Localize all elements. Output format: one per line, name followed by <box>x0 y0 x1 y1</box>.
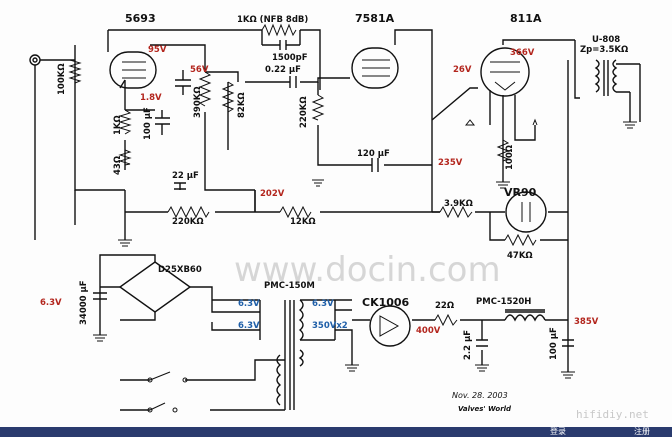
voltage-6-3v-c: 6.3V <box>238 321 260 331</box>
site-watermark: hifidiy.net <box>576 408 649 421</box>
tube-label-vr90: VR90 <box>504 186 537 199</box>
part-label-r-12: 12KΩ <box>290 217 316 227</box>
part-label-r-82: 82KΩ <box>237 92 247 118</box>
voltage-400v: 400V <box>416 326 441 336</box>
part-label-r-22: 22Ω <box>435 301 454 311</box>
voltage-6-3v-b: 6.3V <box>312 299 334 309</box>
voltage-366v: 366V <box>510 48 535 58</box>
choke-pmc1520h <box>504 309 546 322</box>
part-label-choke: PMC-1520H <box>476 297 531 307</box>
part-label-c-cath: 100 μF <box>143 107 153 140</box>
part-label-ot: U-808 <box>592 35 620 45</box>
part-label-c-fb: 1500pF <box>272 53 308 63</box>
grounds <box>93 118 637 379</box>
part-label-r-vol: 100KΩ <box>57 63 67 95</box>
tube-vr90 <box>505 191 547 233</box>
tube-label-811a: 811A <box>510 12 542 25</box>
voltage-385v: 385V <box>574 317 599 327</box>
part-label-r-100: 100Ω <box>505 145 515 170</box>
voltage-56v: 56V <box>190 65 209 75</box>
login-link[interactable]: 登录 <box>550 427 566 436</box>
resistors <box>68 23 537 327</box>
footer-bar: 登录 注册 <box>0 427 672 437</box>
voltage-26v: 26V <box>453 65 472 75</box>
wiring <box>29 29 580 411</box>
part-label-bridge: D25XB60 <box>158 265 202 275</box>
part-label-r-43: 43Ω <box>113 156 123 175</box>
voltage-6-3v-bridge: 6.3V <box>40 298 62 308</box>
part-label-r-cath: 1KΩ <box>113 115 123 135</box>
power-switches <box>147 371 188 413</box>
tube-ck1006 <box>369 305 411 347</box>
part-labels: 1KΩ (NFB 8dB) 1500pF 100KΩ 1KΩ 100 μF 43… <box>57 15 628 360</box>
part-label-r-grid: 220KΩ <box>299 96 309 128</box>
voltage-235v: 235V <box>438 158 463 168</box>
watermark: www.docin.com <box>234 250 501 290</box>
part-label-r-390: 390KΩ <box>193 86 203 118</box>
tube-label-5693: 5693 <box>125 12 156 25</box>
part-label-c-34000: 34000 μF <box>79 280 89 325</box>
register-link[interactable]: 注册 <box>634 427 650 436</box>
power-transformer <box>276 299 336 410</box>
voltage-6-3v-a: 6.3V <box>238 299 260 309</box>
tube-label-ck1006: CK1006 <box>362 296 410 309</box>
part-label-c-22: 22 μF <box>172 171 199 181</box>
part-label-c-22u: 2.2 μF <box>463 330 473 360</box>
part-label-r-fb: 1KΩ (NFB 8dB) <box>237 15 308 25</box>
part-label-c-coup: 0.22 μF <box>265 65 301 75</box>
part-label-r-39: 3.9KΩ <box>444 199 473 209</box>
part-label-r-47: 47KΩ <box>507 251 533 261</box>
tube-7581a <box>351 47 399 89</box>
date-signature: Nov. 28. 2003 <box>452 391 508 400</box>
voltage-labels: 95V 56V 1.8V 202V 235V 366V 26V 6.3V 6.3… <box>40 45 599 336</box>
part-label-c-100: 100 μF <box>549 327 559 360</box>
tube-5693 <box>109 51 157 89</box>
part-label-r-220: 220KΩ <box>172 217 204 227</box>
tube-label-7581a: 7581A <box>355 12 395 25</box>
part-label-pt: PMC-150M <box>264 281 315 291</box>
tube-labels: 5693 7581A 811A CK1006 VR90 <box>125 12 542 309</box>
output-transformer <box>594 59 641 122</box>
voltage-202v: 202V <box>260 189 285 199</box>
part-label-zp: Zp=3.5KΩ <box>580 45 628 55</box>
voltage-350vx2: 350Vx2 <box>312 321 348 331</box>
capacitors <box>93 30 574 347</box>
author-signature: Valves' World <box>458 405 512 413</box>
voltage-95v: 95V <box>148 45 167 55</box>
tube-811a <box>480 47 530 97</box>
part-label-c-120: 120 μF <box>357 149 390 159</box>
voltage-1-8v: 1.8V <box>140 93 162 103</box>
